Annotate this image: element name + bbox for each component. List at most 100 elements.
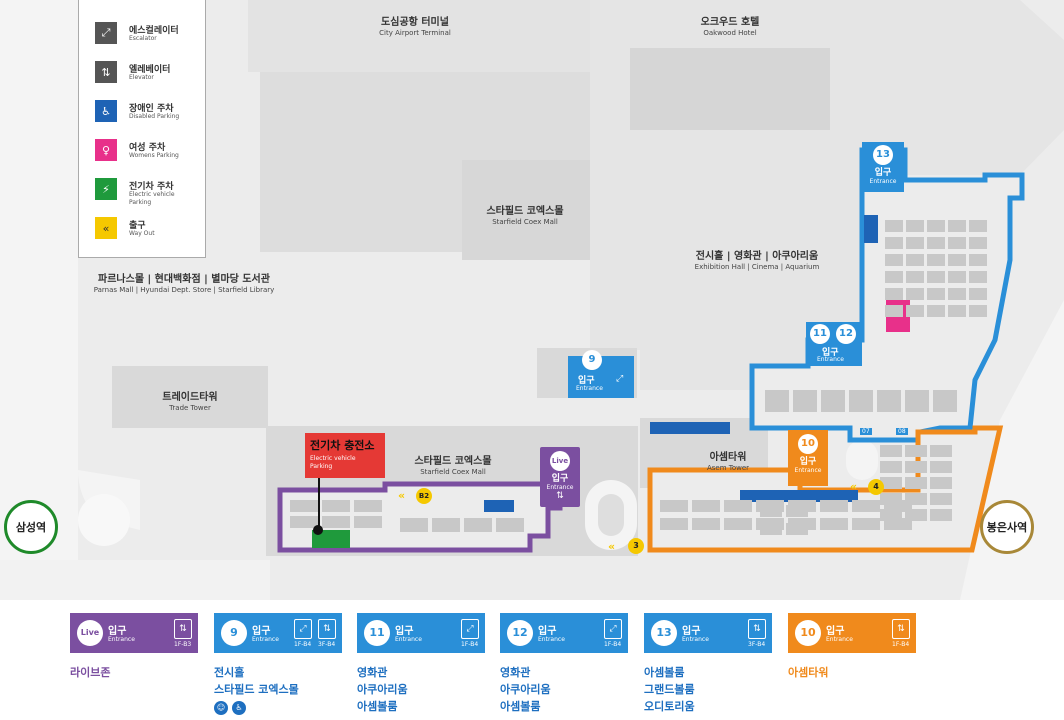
parking-spot: [820, 500, 848, 512]
floor-range: 1F-B3: [174, 641, 192, 648]
entrance-9-number: 9: [582, 350, 602, 370]
destination-item: 아쿠아리움: [357, 683, 408, 696]
parking-spot: [692, 518, 720, 530]
parking-spot: [760, 505, 782, 517]
entrance-9-en: Entrance: [576, 385, 603, 392]
entrance-13-marker[interactable]: 13 입구 Entrance: [862, 142, 904, 192]
live-entrance-marker[interactable]: Live 입구 Entrance ⇅: [540, 447, 580, 507]
parking-spot: [885, 305, 903, 317]
parking-spot: [927, 305, 945, 317]
parking-spot: [885, 271, 903, 283]
destination-item: 라이브존: [70, 666, 111, 679]
parking-spot: [905, 390, 929, 412]
disabled-parking-strip: [650, 422, 730, 434]
way-out-icon: «: [398, 489, 406, 502]
entrance-label: 입구: [682, 626, 701, 637]
parking-spot: [906, 220, 924, 232]
parking-spot: [290, 500, 318, 512]
entrance-11-12-marker[interactable]: 11 12 입구 Entrance: [806, 322, 862, 366]
disabled-parking-icon: ♿: [95, 100, 117, 122]
bongeunsa-station[interactable]: 봉은사역: [980, 500, 1034, 554]
parking-spot: [660, 500, 688, 512]
entrance-13-ko: 입구: [874, 168, 892, 178]
live-entrance-ko: 입구: [551, 474, 569, 484]
entrance-label: 입구: [108, 626, 127, 637]
parking-spot: [880, 445, 902, 457]
parking-spot: [765, 390, 789, 412]
entrance-destinations: 아셈타워: [788, 664, 828, 681]
parking-spot: [464, 518, 492, 532]
parking-spot: [880, 493, 902, 505]
legend-label: 에스컬레이터: [129, 26, 179, 36]
legend-sublabel: Elevator: [129, 74, 154, 81]
way-out-icon: «: [95, 217, 117, 239]
entrance-9-marker[interactable]: 9 입구 Entrance ⤢: [568, 350, 634, 398]
destination-item: 아셈타워: [788, 666, 829, 679]
exit-4-badge[interactable]: 4: [868, 479, 884, 495]
parking-spot: [885, 288, 903, 300]
parking-spot: [906, 288, 924, 300]
disabled-parking-strip: [740, 490, 858, 502]
entrance-10-ko: 입구: [799, 457, 817, 467]
entrance-number-badge: Live: [77, 620, 103, 646]
destination-item: 스타필드 코엑스몰: [214, 683, 299, 696]
parking-spot: [906, 254, 924, 266]
entrance-11-en: Entrance: [817, 356, 844, 363]
women-parking-icon: ♀: [95, 139, 117, 161]
parking-spot: [793, 390, 817, 412]
parking-spot: [948, 220, 966, 232]
live-entrance-en: Entrance: [546, 484, 574, 491]
parking-spot: [821, 390, 845, 412]
parking-spot: [852, 518, 880, 530]
ev-station-title: 전기차 충전소: [310, 439, 375, 452]
samseong-station[interactable]: 삼성역: [4, 500, 58, 554]
parking-spot: [933, 390, 957, 412]
way-out-icon: «: [850, 480, 858, 493]
parking-spot: [906, 237, 924, 249]
ev-pointer-dot: [313, 525, 323, 535]
parking-spots: [290, 220, 987, 535]
ev-station-callout[interactable]: 전기차 충전소 Electric vehicle Parking: [305, 433, 385, 478]
disabled-parking-strip: [484, 500, 514, 512]
entrance-destinations: 라이브존: [70, 664, 110, 681]
destination-item: 아셈볼룸: [357, 700, 398, 713]
entrance-10-marker[interactable]: 10 입구 Entrance: [788, 430, 828, 486]
parking-spot: [906, 305, 924, 317]
entrance-sublabel: Entrance: [538, 636, 565, 643]
entrance-number-badge: 9: [221, 620, 247, 646]
destination-item: 아셈볼룸: [500, 700, 541, 713]
ev-parking-spot: [312, 530, 350, 548]
live-entrance-number: Live: [550, 451, 570, 471]
parking-spot: [786, 505, 808, 517]
parking-spot: [354, 500, 382, 512]
exit-b2-badge[interactable]: B2: [416, 488, 432, 504]
exit-3-badge[interactable]: 3: [628, 538, 644, 554]
parking-spot: [885, 254, 903, 266]
facility-icons: ☺♿: [214, 698, 299, 715]
parking-spot: [948, 271, 966, 283]
destination-item: 오디토리움: [644, 700, 695, 713]
disabled-parking-strip: [864, 215, 878, 243]
parking-spot: [948, 237, 966, 249]
parking-spot: [930, 461, 952, 473]
ev-station-subtitle: Electric vehicle Parking: [310, 455, 356, 470]
entrance-label: 입구: [252, 626, 271, 637]
entrance-13-number: 13: [873, 145, 893, 165]
